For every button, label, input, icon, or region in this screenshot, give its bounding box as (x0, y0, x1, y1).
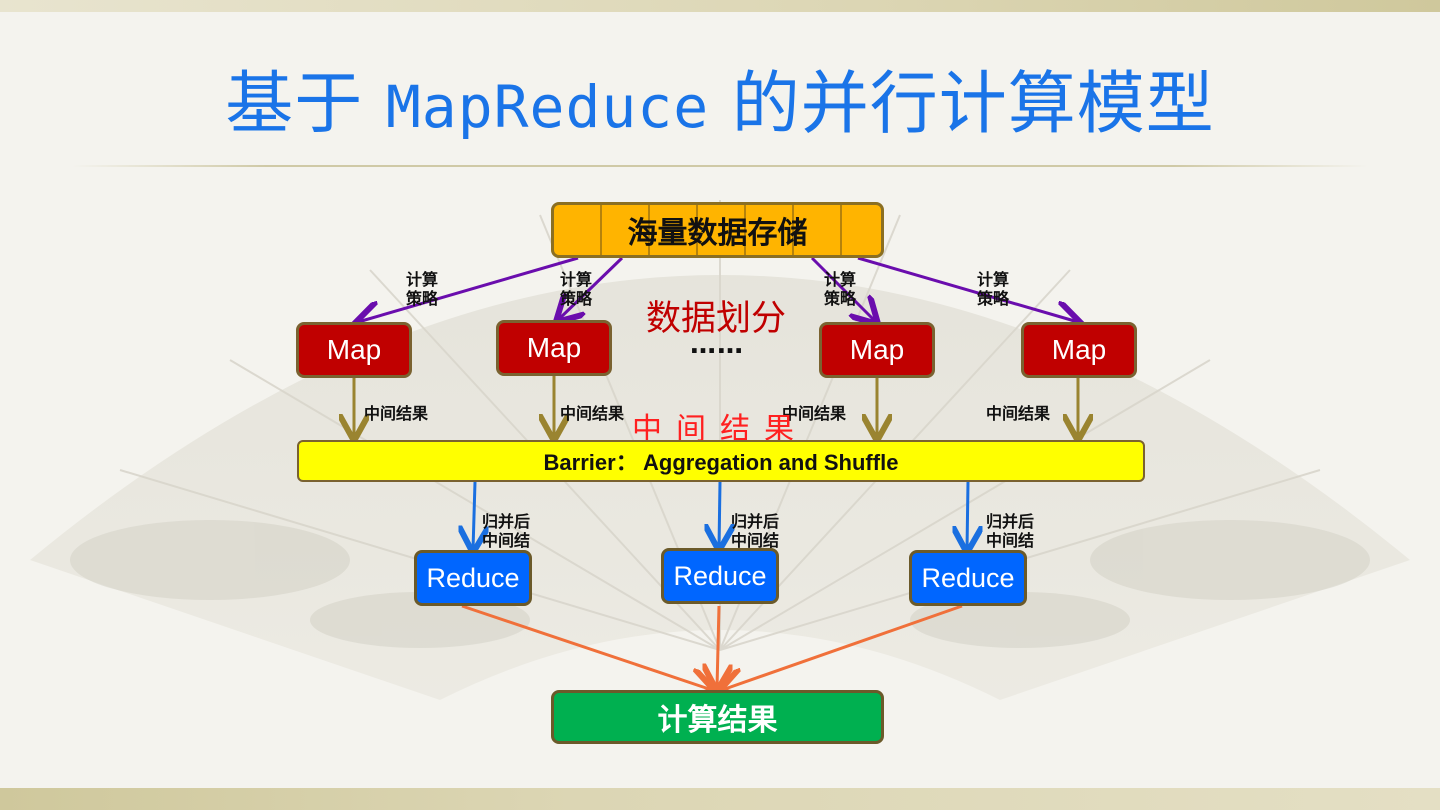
strategy-label-3: 计算策略 (824, 270, 857, 308)
arrow-reduce-result-1 (461, 604, 712, 690)
title-divider (72, 165, 1368, 167)
intermediate-label-1: 中间结果 (364, 404, 429, 423)
title-suffix: 的并行计算模型 (731, 65, 1215, 144)
map-label: Map (526, 332, 582, 363)
bottom-decor-strip (0, 788, 1440, 810)
map-label: Map (1051, 334, 1107, 365)
arrow-reduce-result-2 (717, 605, 719, 688)
arrow-barrier-reduce-2 (719, 481, 720, 548)
map-node-3: Map (819, 322, 935, 378)
arrow-storage-map-3 (810, 256, 876, 322)
data-partition-label: 数据划分 (646, 299, 787, 339)
intermediate-label-4: 中间结果 (986, 404, 1051, 423)
map-label: Map (326, 334, 382, 365)
reduce-label: Reduce (673, 560, 767, 591)
strategy-label-1: 计算策略 (406, 270, 439, 308)
title-mapreduce: MapReduce (385, 73, 710, 141)
map-ellipsis: …… (690, 330, 744, 360)
storage-node: 海量数据存储 (551, 202, 884, 258)
reduce-node-2: Reduce (661, 548, 779, 604)
arrow-barrier-reduce-3 (967, 481, 968, 550)
strategy-label-2: 计算策略 (560, 270, 593, 308)
intermediate-label-2: 中间结果 (560, 404, 625, 423)
map-node-2: Map (496, 320, 612, 376)
title-prefix: 基于 (225, 65, 364, 144)
slide-title: 基于 MapReduce 的并行计算模型 (0, 48, 1440, 147)
intermediate-label-3: 中间结果 (782, 404, 847, 423)
map-node-4: Map (1021, 322, 1137, 378)
barrier-node: Barrier： Aggregation and Shuffle (297, 440, 1145, 482)
arrow-storage-map-1 (358, 256, 579, 322)
strategy-label-4: 计算策略 (977, 270, 1010, 308)
reduce-node-3: Reduce (909, 550, 1027, 606)
map-node-1: Map (296, 322, 412, 378)
arrow-barrier-reduce-1 (473, 481, 475, 550)
top-decor-strip (0, 0, 1440, 12)
result-node: 计算结果 (551, 690, 884, 744)
arrow-storage-map-4 (857, 256, 1078, 322)
reduce-label: Reduce (426, 562, 520, 593)
map-label: Map (849, 334, 905, 365)
reduce-label: Reduce (921, 562, 1015, 593)
storage-label: 海量数据存储 (627, 216, 808, 251)
reduce-node-1: Reduce (414, 550, 532, 606)
arrow-reduce-result-3 (722, 604, 963, 690)
arrow-storage-map-2 (558, 256, 624, 320)
barrier-label: Barrier： Aggregation and Shuffle (543, 450, 899, 475)
result-label: 计算结果 (657, 703, 778, 738)
